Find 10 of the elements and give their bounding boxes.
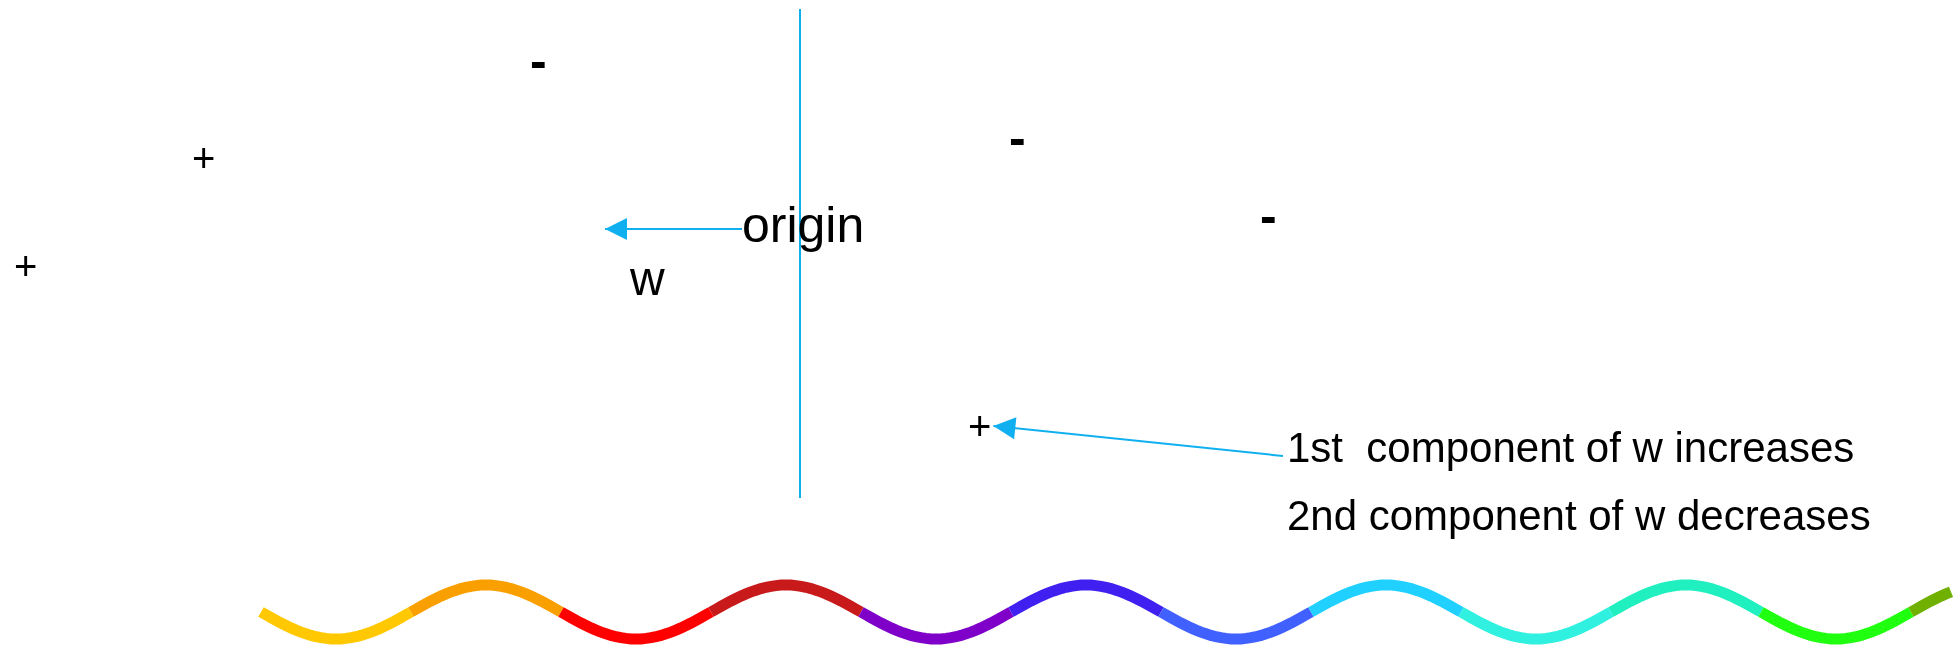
plus-sign: + [14, 246, 38, 286]
plus-sign: + [968, 406, 992, 446]
annotation-text: 1st component of w increases [1287, 423, 1856, 473]
minus-sign: - [1009, 113, 1026, 163]
vector-arrow [604, 218, 743, 240]
minus-sign: - [530, 36, 547, 86]
annotation-text: 2nd component of w decreases [1287, 491, 1871, 541]
plus-sign: + [192, 138, 216, 178]
minus-sign: - [1260, 191, 1277, 241]
leader-arrow [992, 417, 1284, 457]
